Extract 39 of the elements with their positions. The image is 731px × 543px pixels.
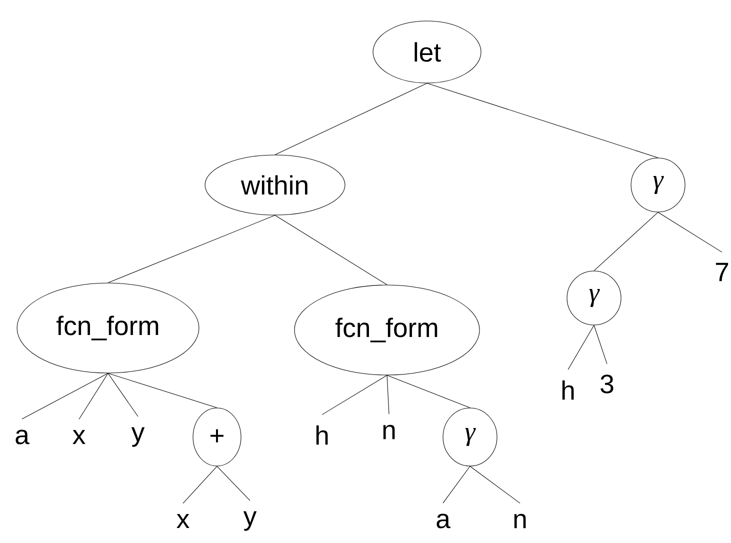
- circle-node: γ: [630, 158, 686, 212]
- leaf-label: 3: [600, 374, 614, 394]
- leaf-label: 7: [716, 262, 728, 282]
- tree-edge: [322, 375, 388, 415]
- ellipse-node: within: [204, 154, 346, 216]
- tree-edge: [470, 466, 520, 504]
- tree-edge: [216, 466, 250, 501]
- leaf-label: n: [514, 514, 526, 528]
- tree-edge: [442, 466, 470, 504]
- tree-edge: [108, 373, 138, 417]
- tree-edge: [386, 375, 470, 408]
- leaf-label: n: [383, 424, 395, 440]
- leaf-label: y: [131, 427, 145, 447]
- tree-edge: [108, 215, 276, 283]
- tree-edge: [78, 373, 108, 420]
- tree-edge: [182, 466, 218, 504]
- tree-edge: [274, 83, 428, 155]
- leaf-label: x: [72, 430, 86, 444]
- ellipse-node: fcn_form: [16, 282, 200, 374]
- leaf-label: a: [16, 430, 30, 444]
- tree-edge: [568, 325, 594, 370]
- leaf-label: y: [243, 511, 257, 531]
- tree-edge: [594, 212, 658, 271]
- circle-node: +: [192, 408, 242, 466]
- tree-edge: [594, 325, 608, 364]
- tree-edge: [386, 375, 390, 414]
- circle-node: γ: [566, 270, 622, 326]
- ellipse-node: let: [372, 20, 482, 84]
- leaf-label: h: [562, 380, 574, 400]
- tree-edge: [108, 373, 218, 408]
- tree-edge: [658, 212, 722, 252]
- tree-edge: [426, 83, 658, 158]
- circle-node: γ: [442, 408, 498, 466]
- leaf-label: h: [316, 425, 328, 445]
- tree-edge: [274, 215, 388, 285]
- tree-edge: [22, 373, 108, 420]
- leaf-label: x: [176, 514, 190, 528]
- ellipse-node: fcn_form: [294, 284, 480, 376]
- leaf-label: a: [436, 514, 450, 528]
